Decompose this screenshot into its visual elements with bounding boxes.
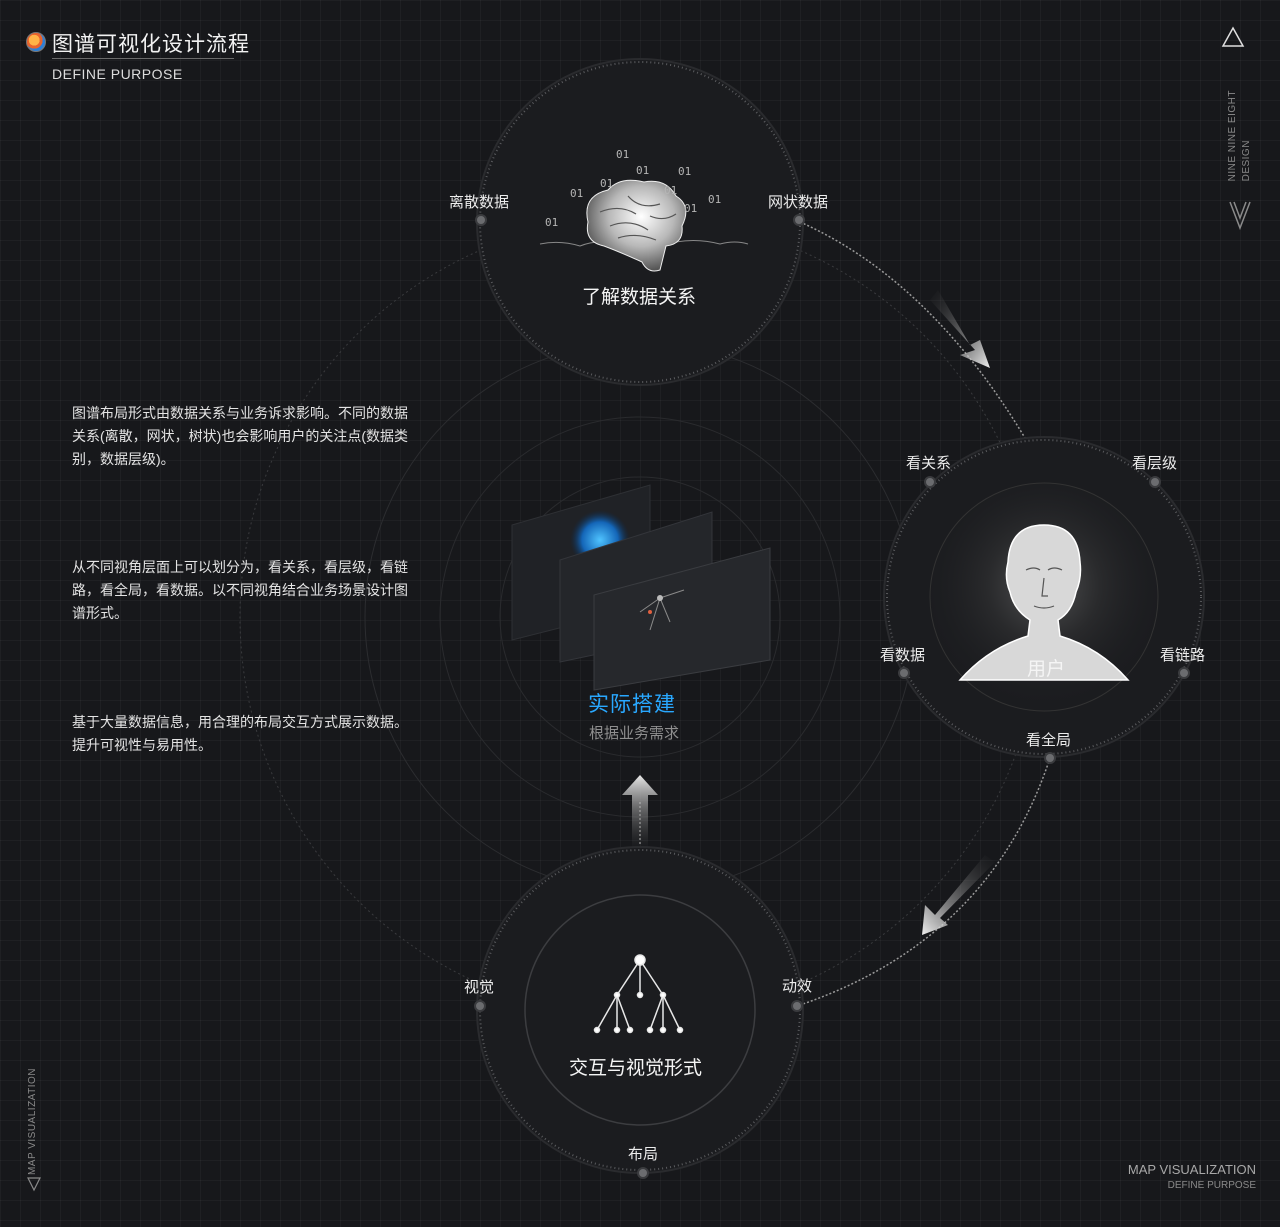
brain-icon xyxy=(539,179,749,272)
interaction-node-title: 交互与视觉形式 xyxy=(569,1058,703,1079)
binary-text: 01 xyxy=(545,216,559,229)
side-vertical-label: MAP VISUALIZATION xyxy=(27,1068,38,1176)
label-view-levels: 看层级 xyxy=(1132,455,1178,472)
brand-line-1: NINE NINE EIGHT xyxy=(1227,90,1238,182)
binary-text: 01 xyxy=(708,193,722,206)
label-view-relations: 看关系 xyxy=(906,455,952,472)
tree-icon xyxy=(593,954,684,1034)
center-title: 实际搭建 xyxy=(588,693,676,716)
description-paragraph-2: 从不同视角层面上可以划分为，看关系，看层级，看链路，看全局，看数据。以不同视角结… xyxy=(72,559,408,621)
interaction-node-circle xyxy=(476,846,804,1174)
footer-title: MAP VISUALIZATION xyxy=(1127,1162,1256,1177)
binary-text: 01 xyxy=(570,187,584,200)
label-view-global: 看全局 xyxy=(1026,732,1072,749)
binary-text: 01 xyxy=(600,177,614,190)
down-triangle-icon xyxy=(27,1177,41,1192)
binary-text: 01 xyxy=(664,184,678,197)
triangle-icon xyxy=(1221,26,1245,47)
label-view-links: 看链路 xyxy=(1160,647,1206,664)
label-network-data: 网状数据 xyxy=(768,194,829,211)
center-subtitle: 根据业务需求 xyxy=(589,725,680,742)
binary-text: 01 xyxy=(684,202,698,215)
data-node-title: 了解数据关系 xyxy=(582,287,697,308)
label-discrete-data: 离散数据 xyxy=(449,194,510,211)
label-layout: 布局 xyxy=(628,1146,659,1163)
label-view-data: 看数据 xyxy=(880,647,926,664)
user-node-title: 用户 xyxy=(1027,659,1066,680)
description-paragraph-3: 基于大量数据信息，用合理的布局交互方式展示数据。提升可视性与易用性。 xyxy=(72,714,408,753)
label-visual: 视觉 xyxy=(464,979,495,996)
binary-text: 01 xyxy=(616,148,630,161)
brand-vertical-text: NINE NINE EIGHT DESIGN xyxy=(1226,90,1258,181)
label-animation: 动效 xyxy=(782,978,813,995)
footer-subtitle: DEFINE PURPOSE xyxy=(1167,1180,1256,1191)
app-logo-icon xyxy=(26,32,46,52)
title-divider xyxy=(52,58,234,59)
brand-logo-icon xyxy=(1229,201,1251,231)
binary-text: 01 xyxy=(636,164,650,177)
binary-text: 01 xyxy=(678,165,692,178)
description-paragraph-1: 图谱布局形式由数据关系与业务诉求影响。不同的数据关系(离散，网状，树状)也会影响… xyxy=(72,405,408,467)
page-title: 图谱可视化设计流程 xyxy=(52,33,250,56)
dashboard-screens xyxy=(511,484,771,691)
label-dots xyxy=(474,214,1190,1179)
head-icon xyxy=(958,524,1130,681)
arrow-icon xyxy=(622,290,995,935)
page-subtitle: DEFINE PURPOSE xyxy=(52,66,183,82)
brand-line-2: DESIGN xyxy=(1241,140,1252,182)
